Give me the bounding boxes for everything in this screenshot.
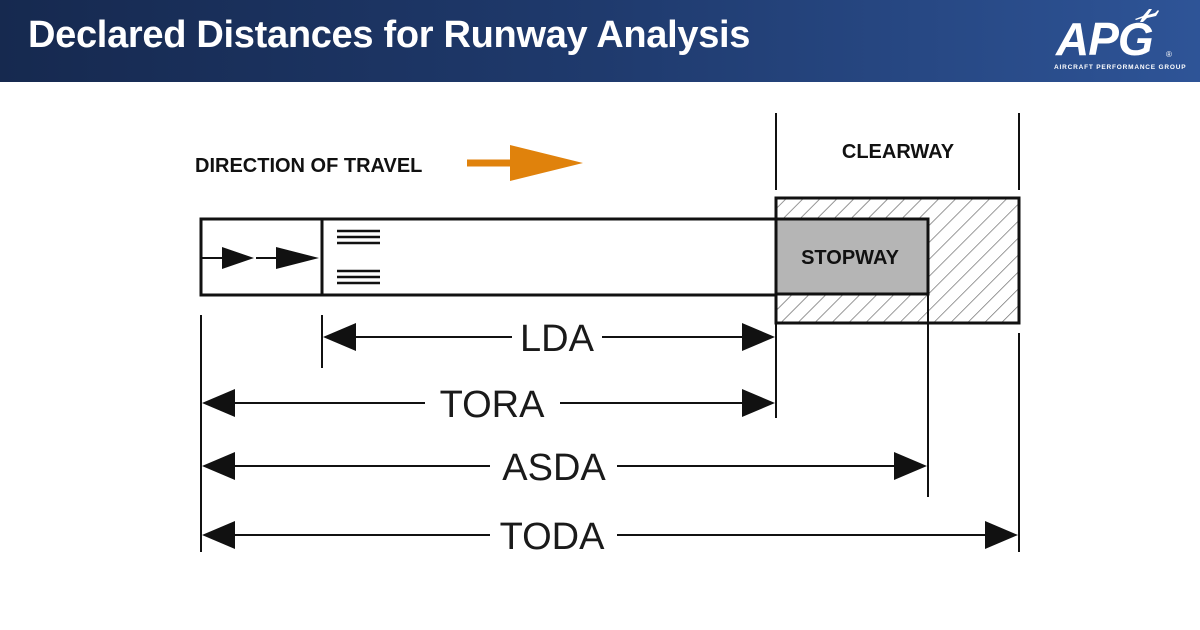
- logo-text: APG: [1056, 13, 1154, 65]
- asda-dimension: ASDA: [202, 447, 927, 489]
- extension-lines: [200, 294, 1020, 552]
- asda-label: ASDA: [502, 447, 606, 489]
- tora-dimension: TORA: [202, 384, 775, 426]
- tora-label: TORA: [440, 384, 546, 426]
- threshold-arrows-icon: [201, 247, 319, 269]
- clearway-label: CLEARWAY: [842, 141, 955, 163]
- stopway-area: [774, 217, 930, 296]
- header-banner: Declared Distances for Runway Analysis A…: [0, 0, 1200, 82]
- threshold-markings: [337, 229, 380, 285]
- toda-label: TODA: [500, 516, 606, 558]
- logo-subtitle: AIRCRAFT PERFORMANCE GROUP: [1054, 64, 1187, 71]
- direction-of-travel-label: DIRECTION OF TRAVEL: [195, 155, 422, 177]
- logo-registered-mark: ®: [1166, 50, 1172, 59]
- direction-arrow-icon: [467, 145, 583, 181]
- lda-dimension: LDA: [323, 318, 775, 360]
- declared-distances-diagram: DIRECTION OF TRAVEL CLEARWAY STOPWAY: [195, 113, 1021, 558]
- airplane-icon: [1135, 9, 1159, 22]
- stopway-label: STOPWAY: [801, 247, 899, 269]
- toda-dimension: TODA: [202, 516, 1018, 558]
- page-title: Declared Distances for Runway Analysis: [28, 14, 751, 56]
- lda-label: LDA: [520, 318, 595, 360]
- apg-logo[interactable]: APG ® AIRCRAFT PERFORMANCE GROUP: [1050, 6, 1187, 78]
